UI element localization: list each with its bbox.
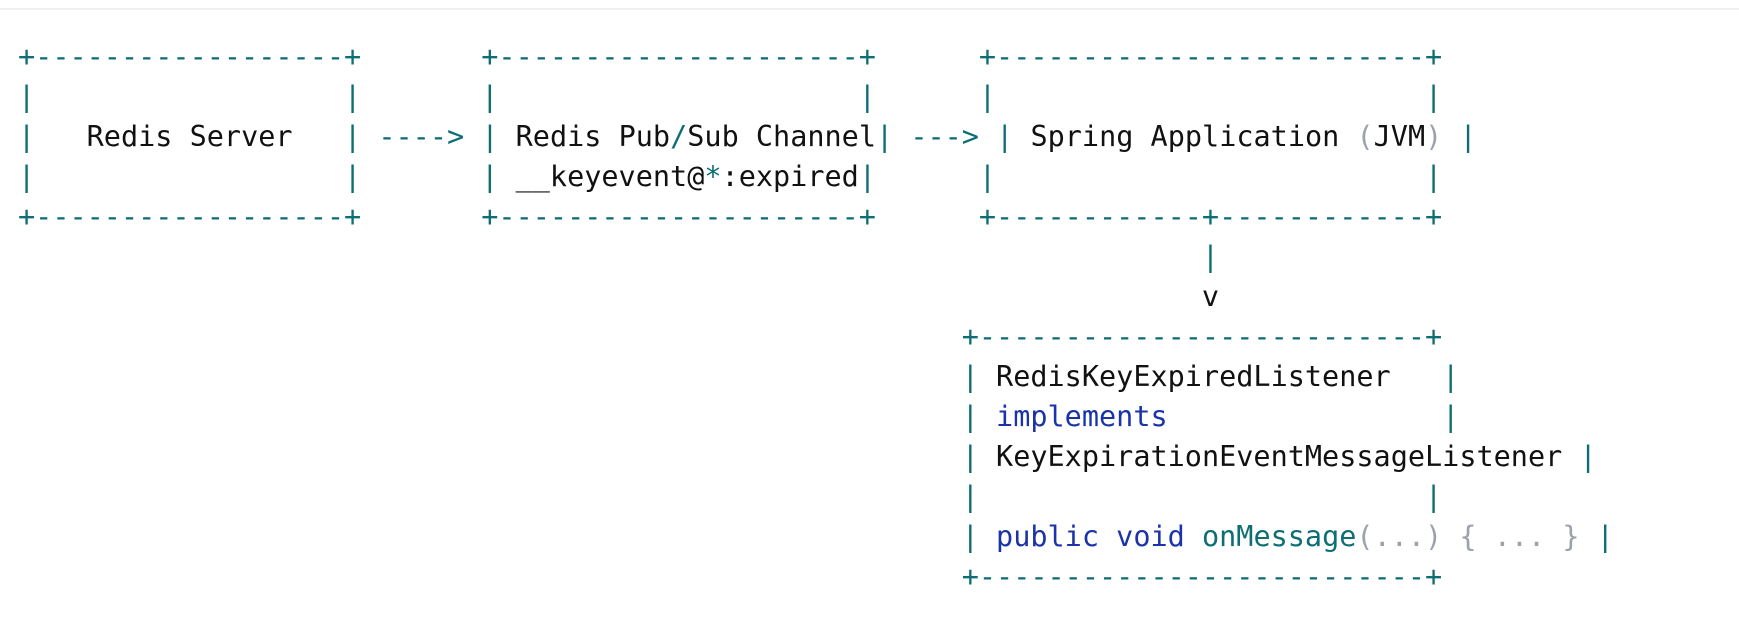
- diagram-line: | RedisKeyExpiredListener |: [18, 357, 1614, 397]
- diagram-line: +--------------------------+: [18, 557, 1614, 597]
- diagram-line: v: [18, 277, 1614, 317]
- diagram-segment: /: [670, 120, 688, 153]
- diagram-line: +--------------------------+: [18, 317, 1614, 357]
- diagram-line: | | | | | |: [18, 77, 1614, 117]
- top-divider: [0, 8, 1739, 10]
- diagram-segment: |: [858, 160, 876, 193]
- diagram-segment: |: [1562, 440, 1597, 473]
- diagram-segment: [1099, 520, 1116, 553]
- diagram-segment: | |: [18, 480, 1443, 513]
- diagram-segment: +--------------------------+: [18, 560, 1443, 593]
- diagram-line: | KeyExpirationEventMessageListener |: [18, 437, 1614, 477]
- diagram-line: | | | __keyevent@*:expired| | |: [18, 157, 1614, 197]
- diagram-segment: |: [18, 120, 36, 153]
- diagram-segment: |: [344, 120, 362, 153]
- diagram-segment: *: [704, 160, 722, 193]
- diagram-segment: RedisKeyExpiredListener: [996, 360, 1391, 393]
- diagram-line: |: [18, 237, 1614, 277]
- diagram-segment: +------------------+ +------------------…: [18, 40, 1443, 73]
- diagram-segment: Spring Application: [1030, 120, 1357, 153]
- diagram-segment: v: [18, 280, 1220, 313]
- diagram-segment: |: [18, 440, 997, 473]
- diagram-segment: |: [1390, 360, 1460, 393]
- diagram-segment: ---->: [361, 120, 482, 153]
- diagram-segment: implements: [996, 400, 1168, 433]
- diagram-line: | |: [18, 477, 1614, 517]
- diagram-segment: :expired: [721, 160, 859, 193]
- diagram-segment: Redis Server: [35, 120, 345, 153]
- diagram-segment: Sub Channel: [687, 120, 876, 153]
- diagram-segment: |: [1167, 400, 1460, 433]
- diagram-segment: public: [996, 520, 1099, 553]
- diagram-line: +------------------+ +------------------…: [18, 197, 1614, 237]
- diagram-segment: | | | | | |: [18, 80, 1443, 113]
- diagram-segment: |: [1442, 120, 1477, 153]
- diagram-segment: ): [1425, 120, 1443, 153]
- diagram-segment: [1185, 520, 1202, 553]
- diagram-segment: void: [1116, 520, 1185, 553]
- diagram-segment: --->: [893, 120, 997, 153]
- diagram-segment: (: [1356, 120, 1374, 153]
- diagram-segment: __keyevent@: [515, 160, 705, 193]
- diagram-segment: |: [876, 120, 894, 153]
- ascii-architecture-diagram: +------------------+ +------------------…: [18, 37, 1614, 597]
- diagram-segment: |: [481, 160, 516, 193]
- diagram-segment: JVM: [1373, 120, 1426, 153]
- diagram-segment: +--------------------------+: [18, 320, 1443, 353]
- diagram-segment: | |: [875, 160, 1443, 193]
- diagram-segment: |: [1579, 520, 1614, 553]
- diagram-segment: +------------------+ +------------------…: [18, 200, 1443, 233]
- diagram-segment: |: [18, 360, 997, 393]
- diagram-segment: |: [996, 120, 1031, 153]
- diagram-segment: [1442, 520, 1459, 553]
- diagram-line: | public void onMessage(...) { ... } |: [18, 517, 1614, 557]
- diagram-segment: (...): [1356, 520, 1443, 553]
- diagram-segment: | |: [18, 160, 482, 193]
- diagram-line: | Redis Server | ----> | Redis Pub/Sub C…: [18, 117, 1614, 157]
- diagram-line: | implements |: [18, 397, 1614, 437]
- diagram-segment: |: [18, 400, 997, 433]
- diagram-line: +------------------+ +------------------…: [18, 37, 1614, 77]
- diagram-segment: Redis Pub: [515, 120, 671, 153]
- diagram-segment: KeyExpirationEventMessageListener: [996, 440, 1563, 473]
- diagram-segment: |: [481, 120, 516, 153]
- diagram-segment: onMessage: [1201, 520, 1357, 553]
- diagram-segment: |: [18, 240, 1220, 273]
- diagram-segment: |: [18, 520, 997, 553]
- diagram-segment: { ... }: [1459, 520, 1580, 553]
